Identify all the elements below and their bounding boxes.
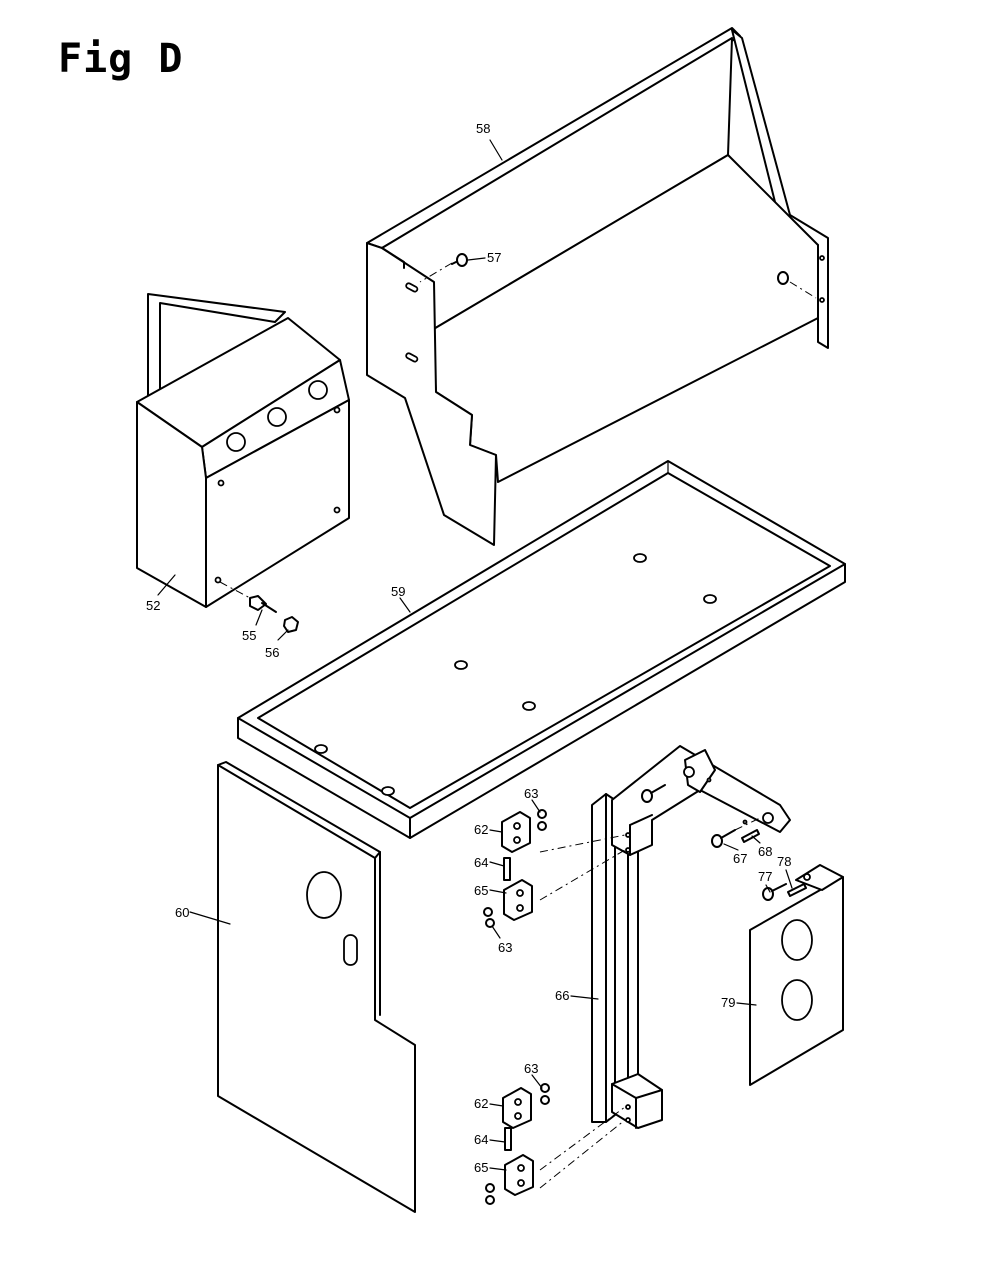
label-55: 55: [242, 628, 256, 643]
label-68: 68: [758, 844, 772, 859]
label-63-upper: 63: [524, 786, 538, 801]
hinge-lower-top: [502, 1083, 550, 1129]
label-56: 56: [265, 645, 279, 660]
part-58-splash-guard: [366, 27, 829, 546]
label-64-upper: 64: [474, 855, 488, 870]
part-60-door-panel: [217, 761, 416, 1213]
figure-title: Fig D: [58, 36, 184, 82]
screw-67: [711, 817, 761, 848]
label-62-lower: 62: [474, 1096, 488, 1111]
label-66: 66: [555, 988, 569, 1003]
label-79: 79: [721, 995, 735, 1010]
hinge-lower-bottom: [485, 1154, 534, 1205]
label-58: 58: [476, 121, 490, 136]
bolt-55: [249, 595, 277, 613]
part-79-cover-plate: [749, 864, 844, 1086]
label-78: 78: [777, 854, 791, 869]
part-labels: 58 57 52 55 56 59 60 62 63 64 65 63 66 6…: [146, 121, 791, 1175]
label-77: 77: [758, 869, 772, 884]
label-63-middle: 63: [498, 940, 512, 955]
label-62-upper: 62: [474, 822, 488, 837]
part-52-electrical-box: [136, 293, 350, 633]
nut-56: [283, 616, 299, 633]
label-63-lower: 63: [524, 1061, 538, 1076]
label-59: 59: [391, 584, 405, 599]
label-64-lower: 64: [474, 1132, 488, 1147]
label-60: 60: [175, 905, 189, 920]
screw-right: [777, 271, 817, 299]
label-57: 57: [487, 250, 501, 265]
label-67: 67: [733, 851, 747, 866]
part-66-column-frame: [539, 745, 791, 1189]
screw-upper-frame: [641, 784, 666, 803]
screw-57: [419, 253, 468, 283]
label-52: 52: [146, 598, 160, 613]
pin-64-lower: [504, 1127, 512, 1151]
pin-68: [741, 829, 760, 843]
label-65-lower: 65: [474, 1160, 488, 1175]
pin-64-upper: [503, 857, 511, 881]
leader-lines: [157, 139, 793, 1171]
hinge-upper-top: [501, 809, 547, 853]
part-59-chip-tray: [237, 460, 846, 839]
hinge-upper-bottom: [483, 879, 533, 928]
label-65-upper: 65: [474, 883, 488, 898]
